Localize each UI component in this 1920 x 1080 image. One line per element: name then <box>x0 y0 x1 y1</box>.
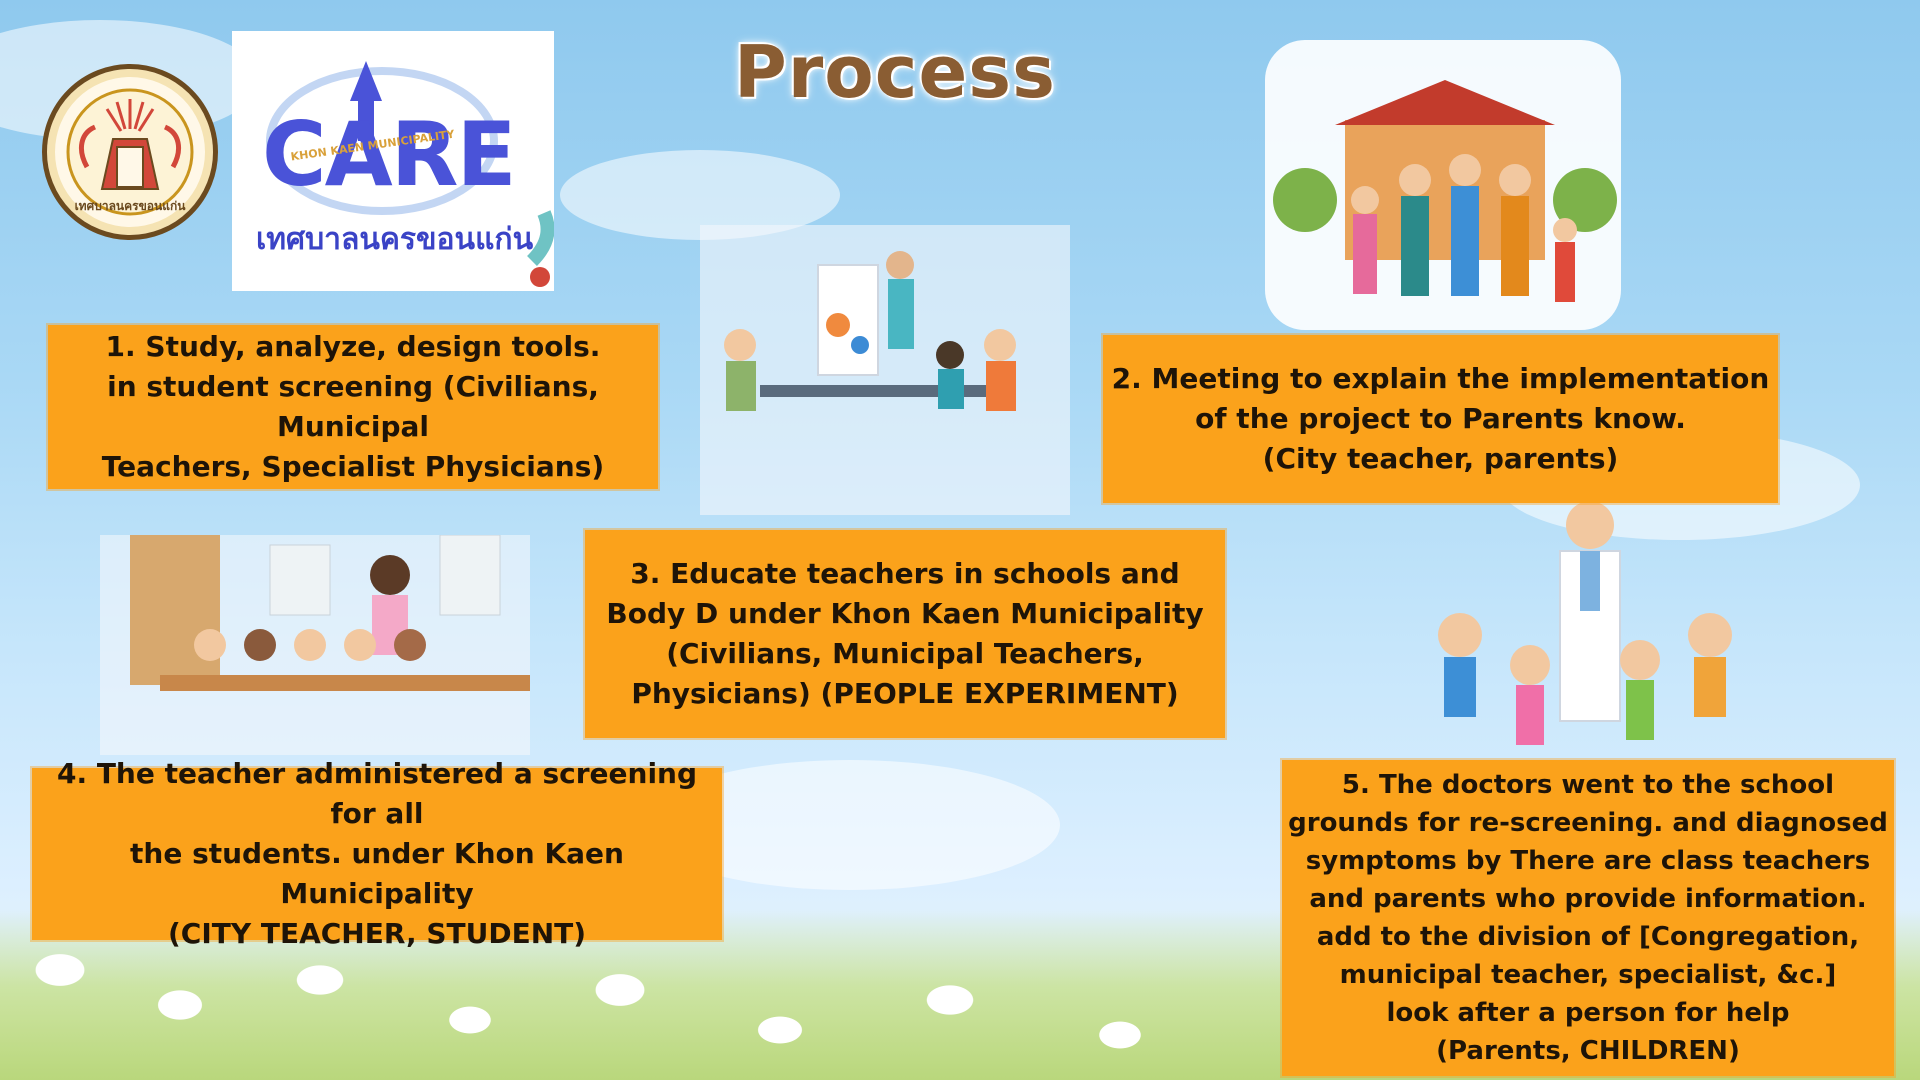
care-logo-thai-text: เทศบาลนครขอนแก่น <box>256 222 534 257</box>
step-3-text: 3. Educate teachers in schools and Body … <box>606 557 1204 710</box>
step-4-text: 4. The teacher administered a screening … <box>56 757 698 950</box>
step-1-box: 1. Study, analyze, design tools. in stud… <box>48 325 658 489</box>
care-logo: CARE KHON KAEN MUNICIPALITY เทศบาลนครขอน… <box>232 31 554 291</box>
step-2-box: 2. Meeting to explain the implementation… <box>1103 335 1778 503</box>
step-1-text: 1. Study, analyze, design tools. in stud… <box>101 330 605 483</box>
step-2-text: 2. Meeting to explain the implementation… <box>1111 362 1770 475</box>
step-4-box: 4. The teacher administered a screening … <box>32 757 722 950</box>
care-logo-word: CARE <box>262 103 517 206</box>
page-title: Process <box>734 30 1056 114</box>
doctor-children-illustration <box>1420 495 1760 780</box>
step-3-box: 3. Educate teachers in schools and Body … <box>585 530 1225 738</box>
step-5-box: 5. The doctors went to the school ground… <box>1282 760 1894 1076</box>
family-school-illustration <box>1265 40 1621 360</box>
seal-thai-text: เทศบาลนครขอนแก่น <box>74 199 186 213</box>
municipality-seal-logo: เทศบาลนครขอนแก่น <box>42 64 218 240</box>
meeting-illustration <box>700 225 1070 515</box>
step-5-text: 5. The doctors went to the school ground… <box>1288 770 1888 1066</box>
classroom-illustration <box>100 534 530 755</box>
